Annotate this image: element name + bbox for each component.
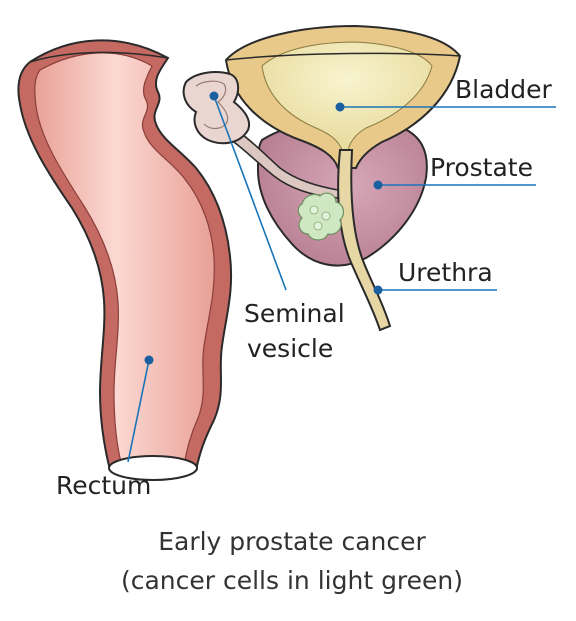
bladder-pointer — [335, 102, 556, 112]
seminal-vesicle-leader-line — [213, 95, 287, 291]
bladder-top-edge — [225, 52, 461, 61]
cancer-cell-cluster — [297, 192, 345, 241]
prostate-pointer — [373, 180, 536, 190]
vas-deferens-duct — [210, 119, 339, 199]
rectum-pointer — [127, 355, 154, 463]
seminal-vesicle-label-line2: vesicle — [247, 334, 333, 363]
rectum-cut-end — [108, 455, 198, 481]
urethra-label: Urethra — [398, 258, 493, 287]
rectum-inner-lumen — [34, 52, 215, 467]
bladder-marker-dot — [335, 102, 345, 112]
seminal-vesicle-marker-dot — [209, 91, 219, 101]
rectum-top-edge — [29, 51, 169, 63]
seminal-vesicle — [182, 71, 339, 199]
caption-line2: (cancer cells in light green) — [121, 566, 463, 595]
prostate-label: Prostate — [430, 153, 533, 182]
rectum-marker-dot — [144, 355, 154, 365]
cancer-cell-detail — [313, 221, 323, 231]
cancer-cell-detail — [321, 211, 331, 221]
rectum — [17, 39, 233, 481]
caption-line1: Early prostate cancer — [158, 527, 426, 556]
bladder-inner — [261, 41, 433, 151]
seminal-vesicle-body — [182, 71, 250, 145]
cancer-cell-detail — [309, 205, 319, 215]
seminal-vesicle-inner — [195, 80, 229, 130]
bladder-label: Bladder — [455, 75, 553, 104]
bladder — [224, 24, 462, 169]
prostate-marker-dot — [373, 180, 383, 190]
seminal-vesicle-label-line1: Seminal — [244, 299, 345, 328]
seminal-vesicle-pointer — [209, 91, 287, 291]
rectum-label: Rectum — [56, 471, 151, 500]
urethra-marker-dot — [373, 285, 383, 295]
urethra-pointer — [373, 285, 497, 295]
rectum-leader-line — [127, 359, 150, 463]
cancer-cells — [297, 192, 345, 241]
